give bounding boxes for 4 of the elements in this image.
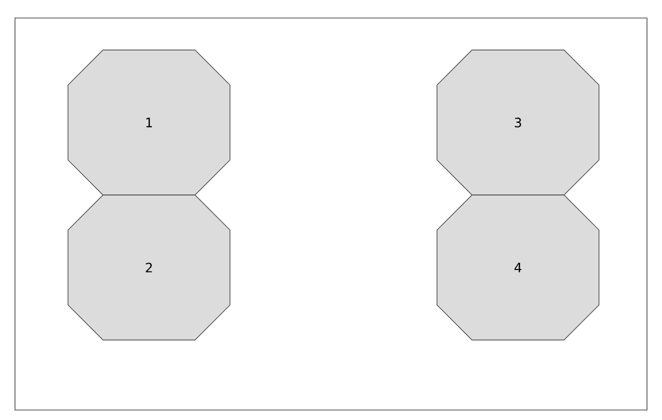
octagon: 3 xyxy=(436,50,600,196)
octagon: 1 xyxy=(68,50,230,196)
octagon: 2 xyxy=(68,194,230,340)
octagon: 4 xyxy=(436,194,600,340)
